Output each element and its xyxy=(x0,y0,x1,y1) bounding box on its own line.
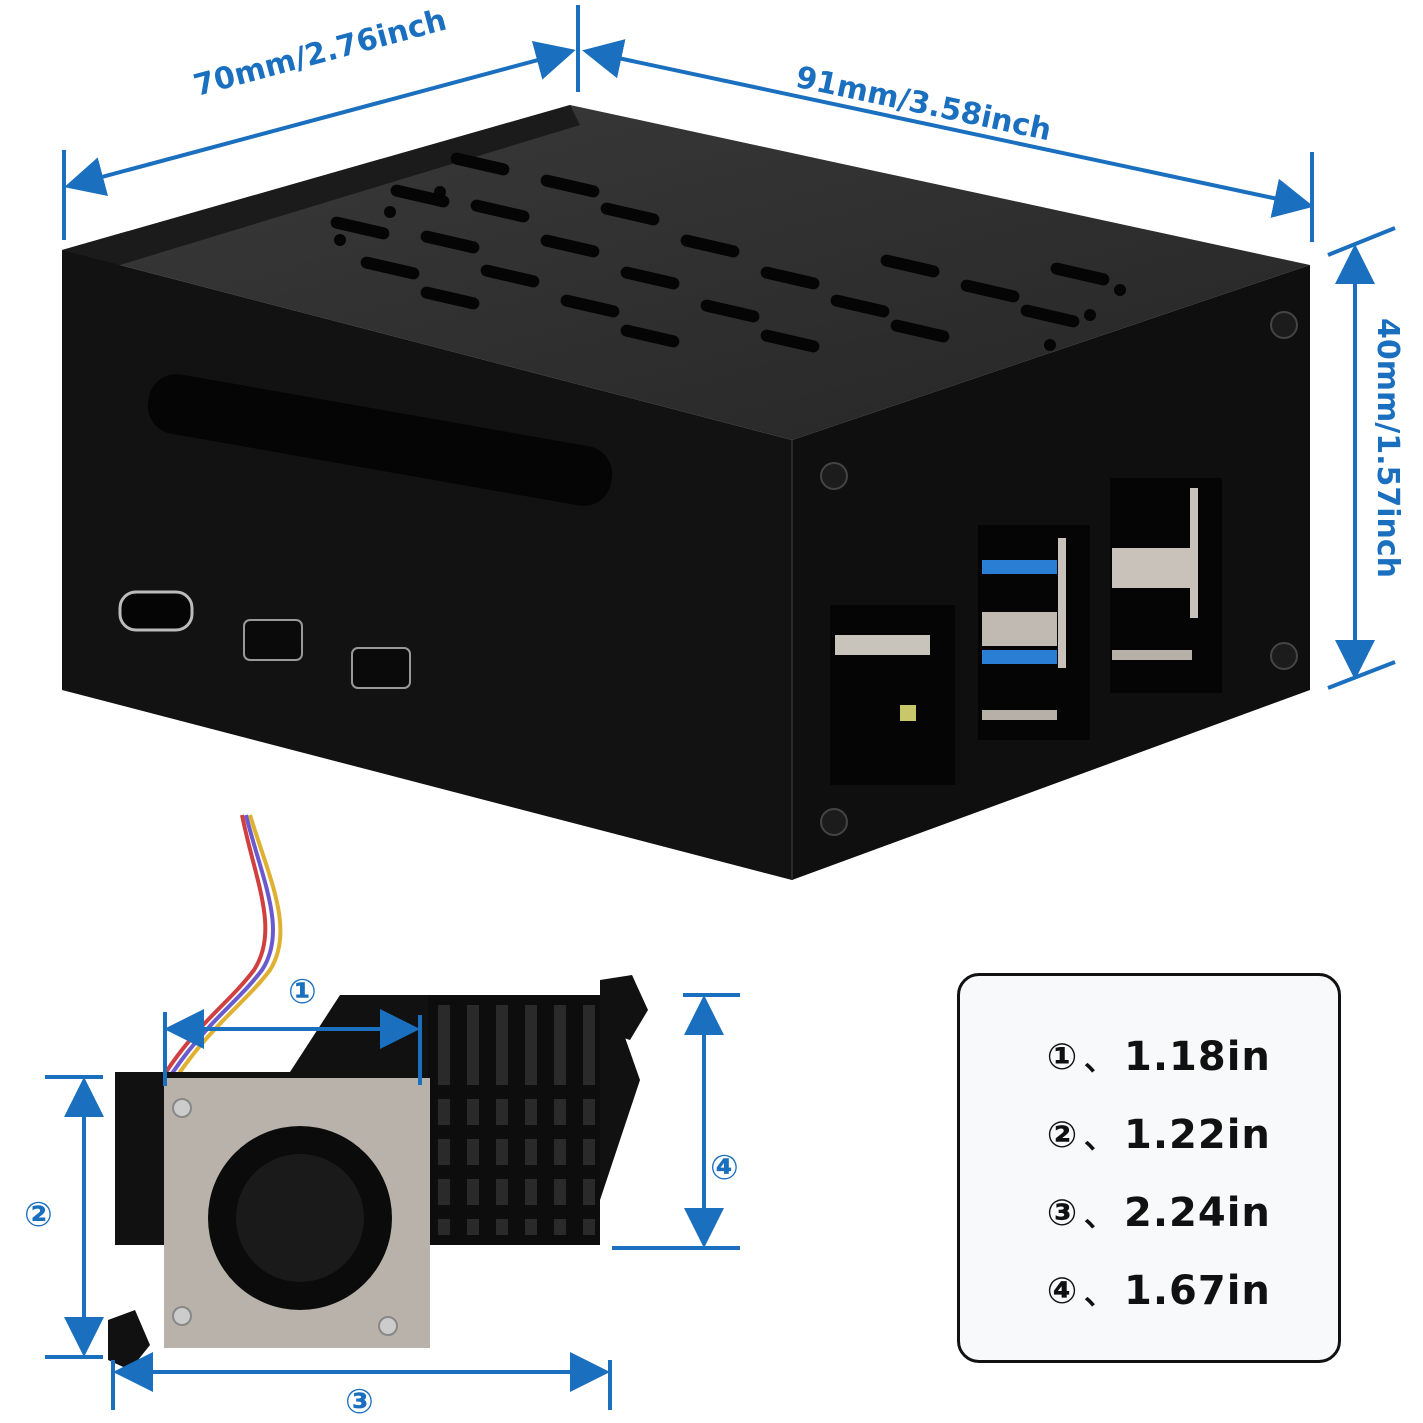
ethernet-port xyxy=(830,605,955,785)
dimension-lines xyxy=(62,5,1396,690)
legend-value: 1.22in xyxy=(1124,1112,1271,1158)
legend-row: ③ 、 2.24in xyxy=(1040,1190,1271,1236)
micro-hdmi-port-1 xyxy=(243,619,303,661)
marker-1: ① xyxy=(288,972,317,1012)
legend-value: 1.18in xyxy=(1124,1034,1271,1080)
usb2-ports xyxy=(1110,478,1222,693)
legend-separator: 、 xyxy=(1084,1121,1114,1156)
usb-c-port xyxy=(118,590,194,632)
legend-row: ④ 、 1.67in xyxy=(1040,1268,1271,1314)
legend-marker: ③ xyxy=(1046,1192,1078,1234)
legend-value: 2.24in xyxy=(1124,1190,1271,1236)
cooler-dimension-lines xyxy=(45,993,740,1410)
top-vent-slots xyxy=(330,152,1126,353)
active-cooler xyxy=(108,814,648,1370)
dimension-legend: ① 、 1.18in ② 、 1.22in ③ 、 2.24in ④ 、 1.6… xyxy=(957,973,1341,1363)
legend-separator: 、 xyxy=(1084,1277,1114,1312)
marker-3: ③ xyxy=(345,1382,374,1422)
legend-row: ② 、 1.22in xyxy=(1040,1112,1271,1158)
legend-separator: 、 xyxy=(1084,1043,1114,1078)
legend-row: ① 、 1.18in xyxy=(1040,1034,1271,1080)
height-dimension-label: 40mm/1.57inch xyxy=(1370,318,1405,579)
legend-value: 1.67in xyxy=(1124,1268,1271,1314)
legend-marker: ④ xyxy=(1046,1270,1078,1312)
marker-4: ④ xyxy=(710,1148,739,1188)
screw-icons xyxy=(820,311,1298,836)
side-slot-window xyxy=(147,374,613,506)
micro-hdmi-port-2 xyxy=(351,647,411,689)
legend-separator: 、 xyxy=(1084,1199,1114,1234)
legend-marker: ② xyxy=(1046,1114,1078,1156)
case-body xyxy=(62,105,1310,880)
usb3-ports xyxy=(978,525,1090,740)
marker-2: ② xyxy=(24,1195,53,1235)
legend-marker: ① xyxy=(1046,1036,1078,1078)
